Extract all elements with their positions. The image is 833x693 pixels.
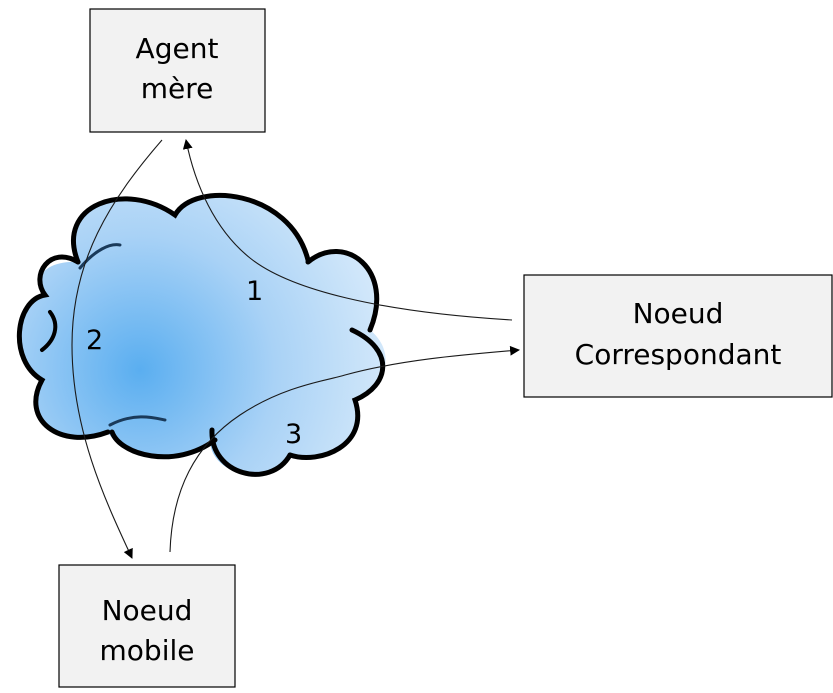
home-agent-label-line2: mère: [141, 72, 214, 105]
step-3-label: 3: [285, 419, 302, 450]
mobile-node-box: [58, 564, 236, 688]
cloud-inner-curl-bottom: [108, 415, 167, 427]
step-1-label: 1: [246, 276, 263, 307]
home-agent-label-line1: Agent: [136, 32, 219, 65]
home-agent-node: Agent mère: [89, 8, 266, 133]
correspondent-node-label-line2: Correspondant: [575, 338, 782, 371]
step-2-label: 2: [86, 325, 103, 356]
correspondent-node: Noeud Correspondant: [523, 274, 833, 398]
mobile-node-label-line2: mobile: [100, 634, 195, 667]
flow-home-agent-to-mobile: [71, 139, 163, 559]
cloud-inner-curl-left: [40, 310, 58, 352]
cloud-outline-right: [287, 249, 386, 461]
network-cloud: [17, 193, 386, 477]
cloud-inner-curl-top: [78, 243, 122, 270]
cloud-outline-bottom: [109, 427, 293, 477]
correspondent-node-label-line1: Noeud: [633, 297, 724, 330]
home-agent-box: [89, 8, 266, 133]
cloud-outline-left: [17, 254, 111, 440]
flow-correspondent-to-home-agent: [182, 139, 513, 321]
cloud-outline-top: [71, 193, 311, 265]
correspondent-node-box: [523, 274, 833, 398]
mobile-node-label-line1: Noeud: [102, 594, 193, 627]
mobile-node: Noeud mobile: [58, 564, 236, 688]
cloud-fill: [19, 195, 386, 475]
flow-mobile-to-correspondent: [169, 345, 520, 553]
